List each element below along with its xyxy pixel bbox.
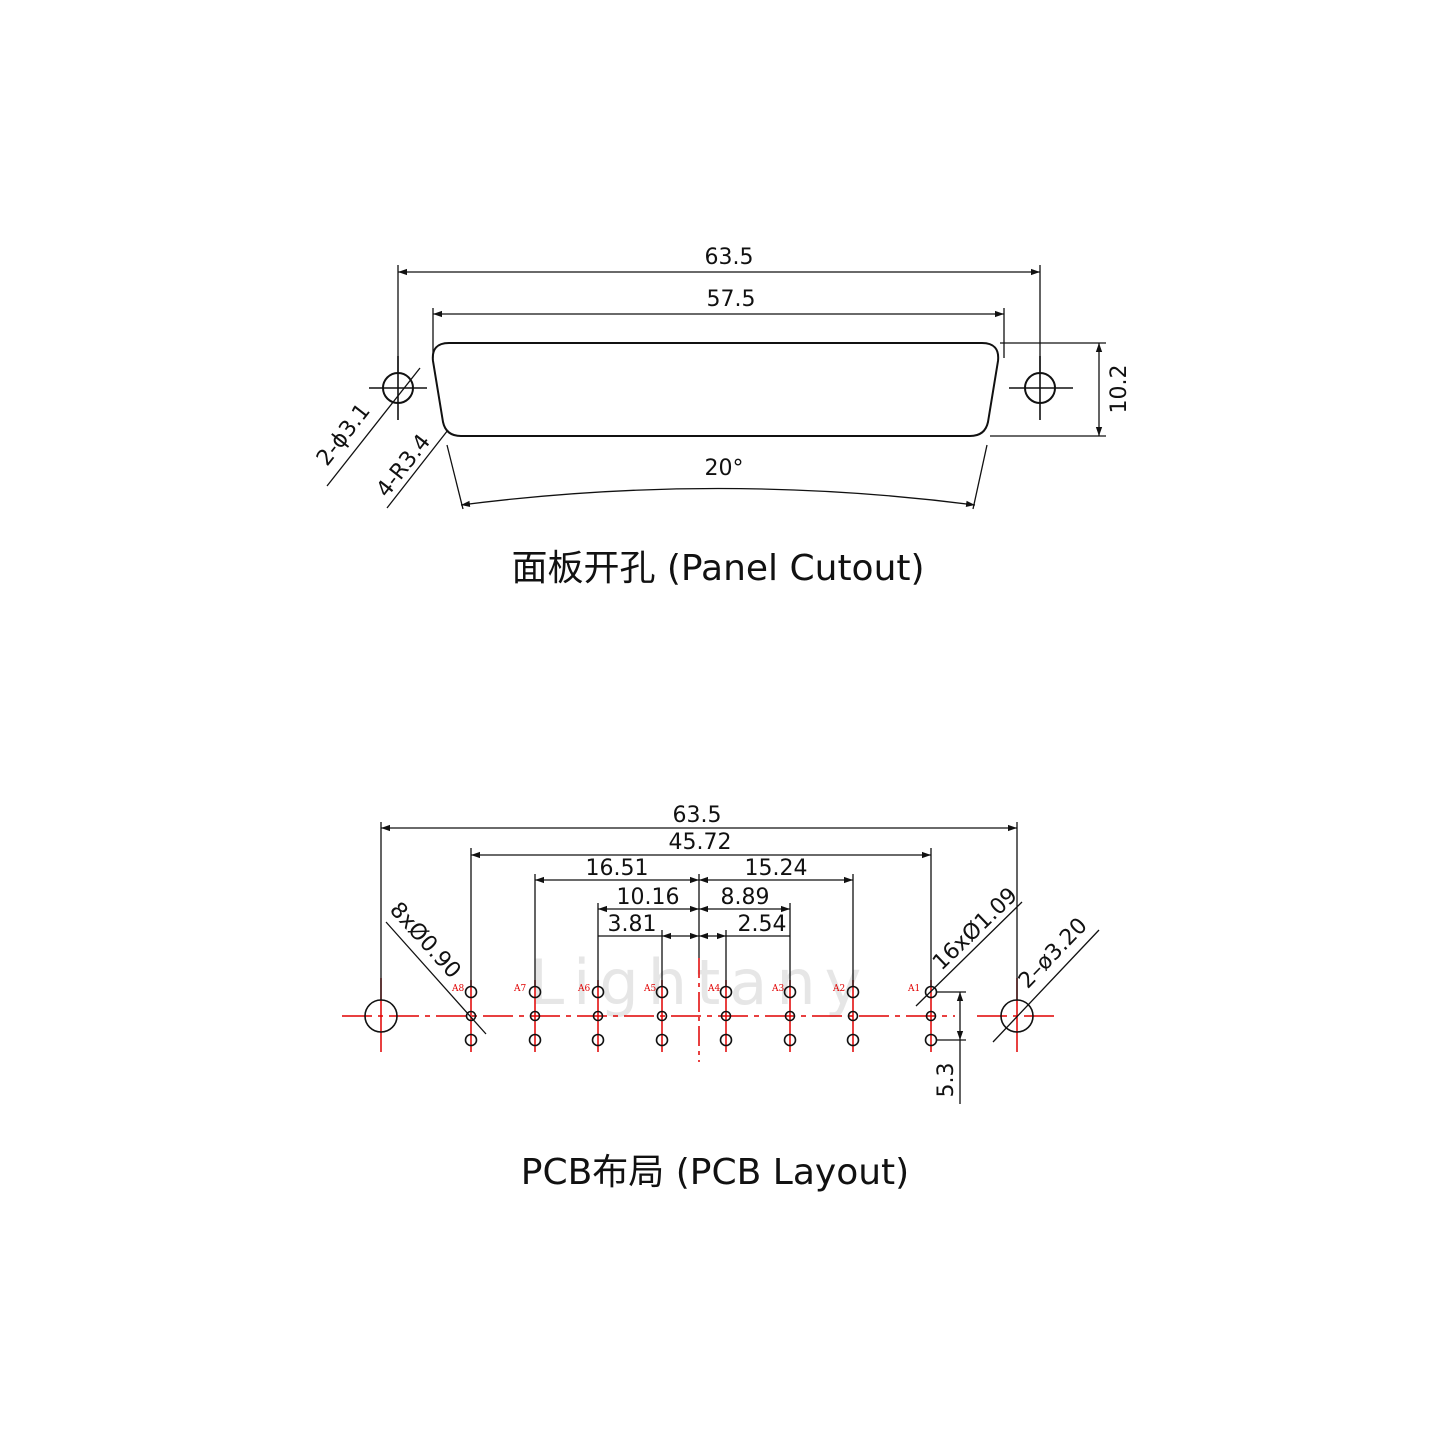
small-hole bbox=[529, 1010, 541, 1022]
pcb-dim-left-inner: 3.81 bbox=[608, 912, 657, 937]
small-hole bbox=[656, 1010, 668, 1022]
pin-label-a8: A8 bbox=[451, 984, 464, 994]
small-hole bbox=[925, 1010, 937, 1022]
pcb-leader-small-holes bbox=[385, 921, 487, 1035]
pin-label-a3: A3 bbox=[771, 984, 784, 994]
pin-hole bbox=[655, 1033, 669, 1047]
pin-hole bbox=[464, 1033, 478, 1047]
pin-hole bbox=[591, 1033, 605, 1047]
pcb-leader-pin-holes bbox=[915, 901, 1023, 1007]
pcb-dim-right-mid: 8.89 bbox=[721, 885, 770, 910]
pin-hole bbox=[719, 985, 733, 999]
pin-labels: A8 A7 A6 A5 A4 A3 A2 A1 bbox=[451, 984, 920, 994]
pin-label-a1: A1 bbox=[907, 984, 920, 994]
panel-opening-outline bbox=[431, 342, 1000, 437]
pcb-dim-right-outer: 15.24 bbox=[745, 856, 808, 881]
pin-label-a4: A4 bbox=[707, 984, 720, 994]
pin-hole bbox=[783, 1033, 797, 1047]
panel-dim-arc-angle bbox=[460, 487, 976, 507]
pcb-dim-row-pitch: 5.3 bbox=[934, 1063, 959, 1098]
panel-caption: 面板开孔 (Panel Cutout) bbox=[511, 548, 924, 589]
panel-dim-opening: 57.5 bbox=[707, 287, 756, 312]
panel-dim-overall: 63.5 bbox=[705, 245, 754, 270]
pin-hole bbox=[528, 1033, 542, 1047]
pcb-dim-a8-a1: 45.72 bbox=[669, 830, 732, 855]
pcb-dim-overall: 63.5 bbox=[673, 803, 722, 828]
pin-hole bbox=[846, 985, 860, 999]
pin-hole bbox=[924, 1033, 938, 1047]
pcb-dim-pin-holes: 16xØ1.09 bbox=[928, 883, 1023, 976]
panel-dim-radius: 4-R3.4 bbox=[372, 430, 436, 502]
pin-hole bbox=[719, 1033, 733, 1047]
pcb-dim-left-outer: 16.51 bbox=[586, 856, 649, 881]
pin-hole bbox=[528, 985, 542, 999]
pin-label-a5: A5 bbox=[643, 984, 656, 994]
panel-dim-height: 10.2 bbox=[1107, 365, 1132, 414]
small-hole bbox=[847, 1010, 859, 1022]
pin-hole bbox=[591, 985, 605, 999]
small-hole bbox=[465, 1010, 477, 1022]
small-hole bbox=[720, 1010, 732, 1022]
pcb-pin-grid bbox=[464, 985, 938, 1047]
pcb-dim-mount-holes: 2–ø3.20 bbox=[1014, 913, 1093, 993]
pin-label-a6: A6 bbox=[577, 984, 590, 994]
pin-hole bbox=[924, 985, 938, 999]
pcb-centerlines bbox=[342, 958, 1054, 1062]
pin-label-a7: A7 bbox=[513, 984, 526, 994]
panel-leader-holes bbox=[326, 367, 421, 487]
pcb-leader-mount-holes bbox=[992, 929, 1100, 1043]
pin-hole bbox=[783, 985, 797, 999]
small-hole bbox=[784, 1010, 796, 1022]
pin-hole bbox=[464, 985, 478, 999]
pin-hole bbox=[846, 1033, 860, 1047]
pcb-caption: PCB布局 (PCB Layout) bbox=[521, 1152, 909, 1193]
small-hole bbox=[592, 1010, 604, 1022]
pcb-layout-view bbox=[364, 822, 1100, 1104]
pcb-dim-left-mid: 10.16 bbox=[617, 885, 680, 910]
pcb-dim-right-inner: 2.54 bbox=[738, 912, 787, 937]
panel-dim-angle: 20° bbox=[705, 456, 744, 481]
watermark: Lightany bbox=[530, 946, 871, 1019]
panel-dim-holes: 2-ϕ3.1 bbox=[312, 399, 376, 471]
panel-leader-radius bbox=[386, 429, 449, 509]
panel-cutout-view bbox=[326, 265, 1106, 510]
pcb-dim-small-holes: 8xØ0.90 bbox=[384, 898, 465, 984]
pin-label-a2: A2 bbox=[832, 984, 845, 994]
pin-hole bbox=[655, 985, 669, 999]
